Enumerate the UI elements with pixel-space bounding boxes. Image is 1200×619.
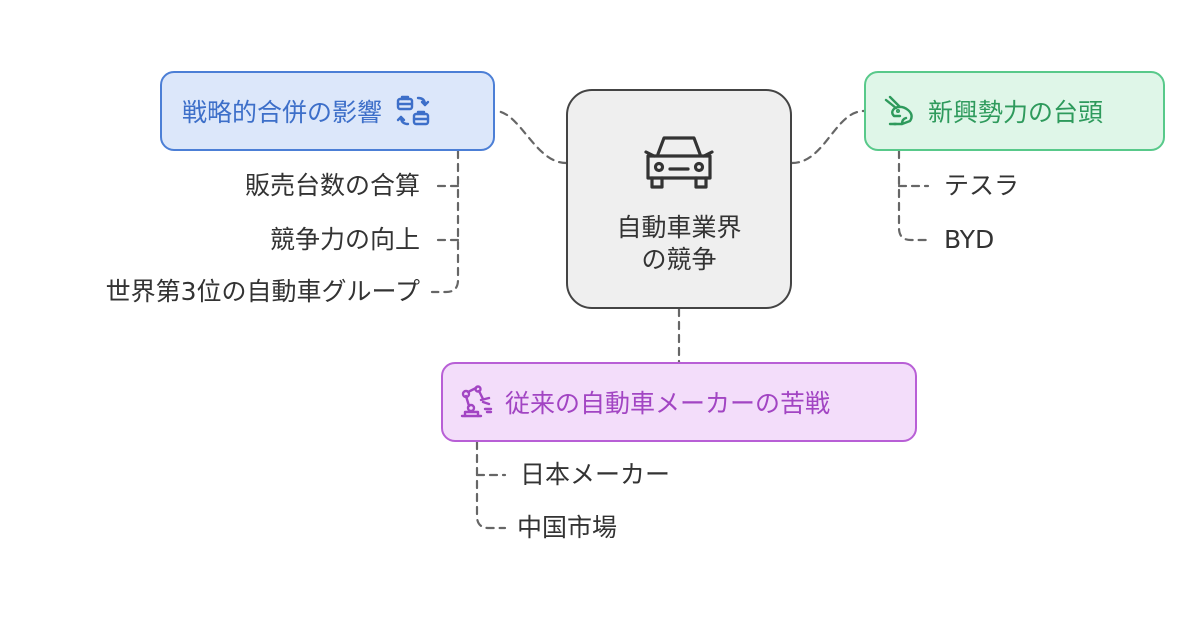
branch-newcomers-node[interactable]: 新興勢力の台頭 [864,71,1165,151]
leaf-newcomers-2: BYD [944,225,995,254]
center-title-line1: 自動車業界 [616,213,742,242]
center-title-line2: の競争 [641,245,717,274]
leaf-traditional-2: 中国市場 [517,513,618,542]
connector-traditional-trunk [475,440,507,530]
branch-newcomers-label: 新興勢力の台頭 [928,98,1104,127]
leaf-traditional-1: 日本メーカー [520,460,671,489]
leaf-newcomers-1: テスラ [944,171,1020,200]
branch-traditional-label: 従来の自動車メーカーの苦戦 [505,389,831,418]
connector-center-newcomers [790,109,866,165]
center-title: 自動車業界 の競争 [616,212,741,276]
connector-merger-trunk [430,149,460,294]
rabbit-icon [882,94,916,128]
connector-center-merger [493,109,568,165]
connector-newcomers-trunk [897,149,930,242]
center-node[interactable]: 自動車業界 の競争 [566,89,792,309]
branch-merger-label: 戦略的合併の影響 [182,98,383,127]
branch-merger-node[interactable]: 戦略的合併の影響 [160,71,495,151]
robot-arm-icon [459,385,493,419]
briefcase-swap-icon [396,94,430,128]
leaf-merger-3: 世界第3位の自動車グループ [105,277,420,306]
branch-traditional-node[interactable]: 従来の自動車メーカーの苦戦 [441,362,917,442]
leaf-merger-1: 販売台数の合算 [244,171,420,200]
leaf-merger-2: 競争力の向上 [269,225,420,254]
car-icon [644,136,714,189]
